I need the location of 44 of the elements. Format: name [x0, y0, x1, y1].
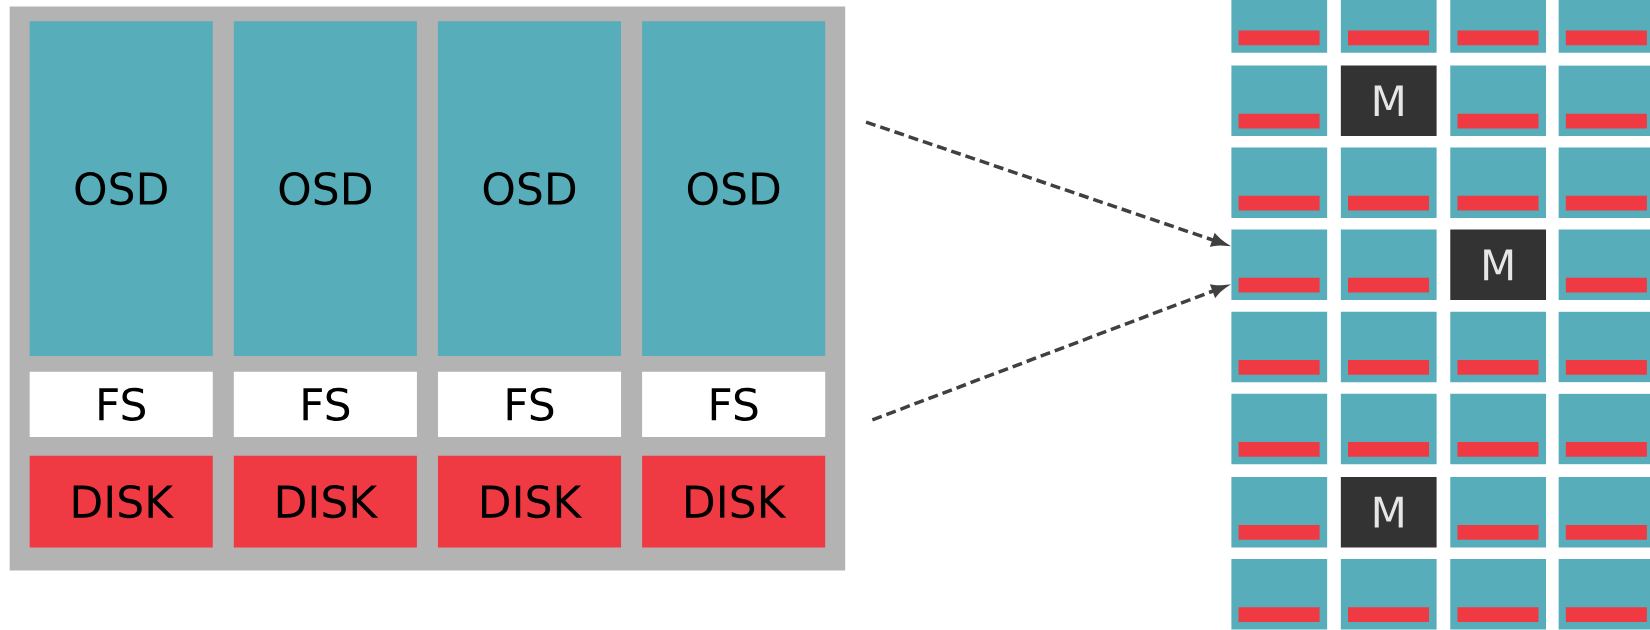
- disk-block: DISK: [233, 455, 417, 548]
- disk-block: DISK: [642, 455, 826, 548]
- osd-block: OSD: [642, 21, 826, 356]
- osd-block: OSD: [233, 21, 417, 356]
- osd-tile: [1450, 476, 1547, 548]
- osd-tile: [1450, 65, 1547, 136]
- osd-tile: [1558, 229, 1650, 301]
- osd-tile: [1231, 559, 1328, 630]
- osd-tile: [1340, 393, 1437, 465]
- monitor-tile: M: [1450, 229, 1547, 301]
- osd-tile: [1558, 559, 1650, 630]
- osd-tile: [1558, 393, 1650, 465]
- osd-block: OSD: [437, 21, 622, 356]
- osd-tile: [1450, 393, 1547, 465]
- osd-tile: [1231, 0, 1328, 53]
- osd-tile: [1340, 311, 1437, 383]
- fs-block: FS: [233, 371, 417, 437]
- osd-tile: [1231, 476, 1328, 548]
- osd-tile: [1340, 0, 1437, 53]
- osd-block: OSD: [29, 21, 213, 356]
- osd-tile: [1231, 311, 1328, 383]
- osd-tile: [1450, 147, 1547, 218]
- osd-tile: [1450, 559, 1547, 630]
- osd-tile: [1558, 65, 1650, 136]
- osd-tile: [1558, 476, 1650, 548]
- osd-tile: [1450, 0, 1547, 53]
- osd-tile: [1558, 147, 1650, 218]
- fs-block: FS: [29, 371, 213, 437]
- monitor-tile: M: [1340, 476, 1437, 548]
- osd-tile: [1231, 147, 1328, 218]
- osd-tile: [1340, 559, 1437, 630]
- osd-tile: [1231, 229, 1328, 301]
- osd-tile: [1231, 65, 1328, 136]
- disk-block: DISK: [29, 455, 213, 548]
- osd-tile: [1340, 229, 1437, 301]
- osd-tile: [1558, 311, 1650, 383]
- fs-block: FS: [437, 371, 622, 437]
- osd-tile: [1340, 147, 1437, 218]
- monitor-tile: M: [1340, 65, 1437, 136]
- osd-tile: [1231, 393, 1328, 465]
- osd-tile: [1558, 0, 1650, 53]
- osd-tile: [1450, 311, 1547, 383]
- disk-block: DISK: [437, 455, 622, 548]
- fs-block: FS: [642, 371, 826, 437]
